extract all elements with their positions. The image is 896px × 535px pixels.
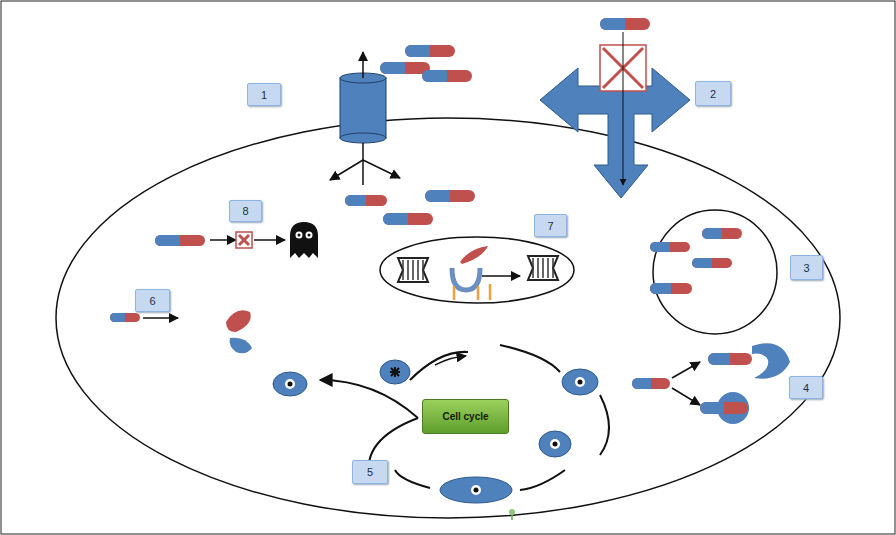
drug-capsule xyxy=(702,228,742,239)
drug-capsule xyxy=(708,353,752,365)
callout-number: 7 xyxy=(534,214,567,237)
blocked-line xyxy=(623,32,624,185)
drug-capsule xyxy=(383,213,433,225)
daughter-cell xyxy=(273,372,307,396)
cell-membrane xyxy=(56,118,840,518)
cycle-arc xyxy=(520,470,565,490)
drug-capsule xyxy=(650,242,690,252)
callout-number: 6 xyxy=(135,289,170,312)
repair-enzyme xyxy=(452,268,480,290)
drug-capsule xyxy=(110,313,140,322)
pump-line xyxy=(362,143,364,185)
callout-number: 5 xyxy=(367,466,373,478)
callout-number: 4 xyxy=(789,376,823,399)
cycle-arc xyxy=(600,395,609,455)
callout-number: 2 xyxy=(695,81,731,106)
drug-capsule xyxy=(632,378,670,389)
cleaved-fragment xyxy=(230,338,252,354)
daughter-cell xyxy=(562,369,598,395)
arrow xyxy=(143,317,178,319)
drug-capsule xyxy=(380,62,430,74)
drug-capsule xyxy=(650,283,692,294)
daughter-cell xyxy=(440,477,512,503)
callout-number: 3 xyxy=(790,255,823,280)
arrow xyxy=(210,239,236,241)
dna-complex xyxy=(398,258,428,282)
callout-number: 8 xyxy=(242,205,248,217)
cycle-arc xyxy=(500,345,560,372)
drug-capsule xyxy=(692,258,732,268)
drug-capsule xyxy=(700,402,748,414)
arrow xyxy=(363,160,400,178)
altered-target xyxy=(752,343,790,378)
marker-dot xyxy=(509,509,515,515)
cell-cycle-box: Cell cycle xyxy=(422,399,509,434)
callout-number: 5 xyxy=(352,460,388,484)
arrow xyxy=(672,388,700,405)
arrow xyxy=(482,275,520,277)
drug-capsule xyxy=(345,195,387,206)
efflux-pump xyxy=(340,73,386,143)
cycle-branch xyxy=(320,380,418,418)
callout-number: 4 xyxy=(803,382,809,394)
degrading-enzyme xyxy=(290,222,318,258)
drug-capsule xyxy=(600,18,650,30)
arrow xyxy=(254,239,285,241)
cleaved-fragment xyxy=(226,310,251,332)
vesicle xyxy=(653,210,777,334)
nucleus xyxy=(380,237,574,303)
callout-number: 2 xyxy=(710,88,716,100)
callout-number: 1 xyxy=(247,83,281,106)
drug-fragment xyxy=(460,246,488,264)
drug-capsule xyxy=(422,70,472,82)
dna-complex xyxy=(528,256,558,280)
drug-capsule xyxy=(405,45,455,57)
arrow xyxy=(330,160,363,180)
daughter-cell xyxy=(539,431,571,457)
callout-number: 1 xyxy=(261,89,267,101)
cycle-arc xyxy=(410,352,468,380)
callout-number: 7 xyxy=(547,220,553,232)
arrow xyxy=(362,52,364,78)
box-label: Cell cycle xyxy=(442,411,488,422)
blocked-symbol xyxy=(236,232,252,248)
arrow xyxy=(672,362,700,378)
cycle-arc xyxy=(395,470,430,488)
drug-capsule xyxy=(425,190,475,202)
callout-number: 6 xyxy=(149,295,155,307)
drug-capsule xyxy=(155,235,205,246)
repair-strand xyxy=(454,284,490,300)
callout-number: 8 xyxy=(229,200,262,222)
callout-number: 3 xyxy=(803,262,809,274)
daughter-cell xyxy=(380,360,410,384)
cycle-arrow xyxy=(435,356,466,365)
